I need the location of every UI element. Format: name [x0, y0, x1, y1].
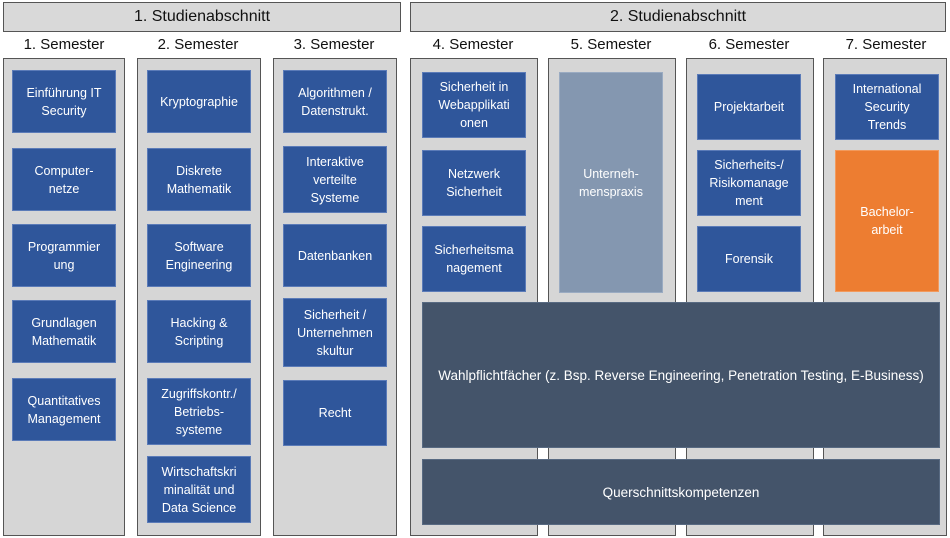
- phase-label: 1. Studienabschnitt: [133, 8, 271, 25]
- phase-label: 2. Studienabschnitt: [609, 8, 747, 25]
- module-unternehmenspraxis: Unterneh- menspraxis: [559, 72, 663, 293]
- module-software-engineering: Software Engineering: [147, 224, 251, 287]
- module-algorithmen-datenstrukturen: Algorithmen / Datenstrukt.: [283, 70, 387, 133]
- cross-competencies-band: Querschnittskompetenzen: [422, 459, 940, 525]
- module-einfuehrung-it-security: Einführung IT Security: [12, 70, 116, 133]
- electives-band: Wahlpflichtfächer (z. Bsp. Reverse Engin…: [422, 302, 940, 448]
- module-kryptographie: Kryptographie: [147, 70, 251, 133]
- electives-label: Wahlpflichtfächer (z. Bsp. Reverse Engin…: [438, 367, 924, 383]
- module-forensik: Forensik: [697, 226, 801, 292]
- semester-label-6: 6. Semester: [708, 36, 790, 53]
- phase-header-2: 2. Studienabschnitt: [410, 2, 946, 32]
- semester-label-7: 7. Semester: [845, 36, 927, 53]
- cross-competencies-label: Querschnittskompetenzen: [602, 484, 760, 500]
- module-projektarbeit: Projektarbeit: [697, 74, 801, 140]
- module-computernetze: Computer- netze: [12, 148, 116, 211]
- module-grundlagen-mathematik: Grundlagen Mathematik: [12, 300, 116, 363]
- module-netzwerk-sicherheit: Netzwerk Sicherheit: [422, 150, 526, 216]
- module-diskrete-mathematik: Diskrete Mathematik: [147, 148, 251, 211]
- module-sicherheit-unternehmenskultur: Sicherheit / Unternehmen skultur: [283, 298, 387, 367]
- module-wirtschaftskriminalitaet-data-science: Wirtschaftskri minalität und Data Scienc…: [147, 456, 251, 523]
- module-international-security-trends: International Security Trends: [835, 74, 939, 140]
- phase-header-1: 1. Studienabschnitt: [3, 2, 401, 32]
- semester-label-2: 2. Semester: [157, 36, 239, 53]
- module-hacking-scripting: Hacking & Scripting: [147, 300, 251, 363]
- semester-column-1: [3, 58, 125, 536]
- semester-label-4: 4. Semester: [432, 36, 514, 53]
- module-sicherheits-risikomanagement: Sicherheits-/ Risikomanage ment: [697, 150, 801, 216]
- module-datenbanken: Datenbanken: [283, 224, 387, 287]
- module-quantitatives-management: Quantitatives Management: [12, 378, 116, 441]
- module-recht: Recht: [283, 380, 387, 446]
- module-sicherheitsmanagement: Sicherheitsma nagement: [422, 226, 526, 292]
- semester-column-3: [273, 58, 397, 536]
- module-bachelorarbeit: Bachelor- arbeit: [835, 150, 939, 292]
- semester-label-3: 3. Semester: [293, 36, 375, 53]
- semester-label-5: 5. Semester: [570, 36, 652, 53]
- module-sicherheit-webapplikationen: Sicherheit in Webapplikati onen: [422, 72, 526, 138]
- semester-label-1: 1. Semester: [23, 36, 105, 53]
- module-interaktive-verteilte-systeme: Interaktive verteilte Systeme: [283, 146, 387, 213]
- module-programmierung: Programmier ung: [12, 224, 116, 287]
- module-zugriffskontrolle-betriebssysteme: Zugriffskontr./ Betriebs- systeme: [147, 378, 251, 445]
